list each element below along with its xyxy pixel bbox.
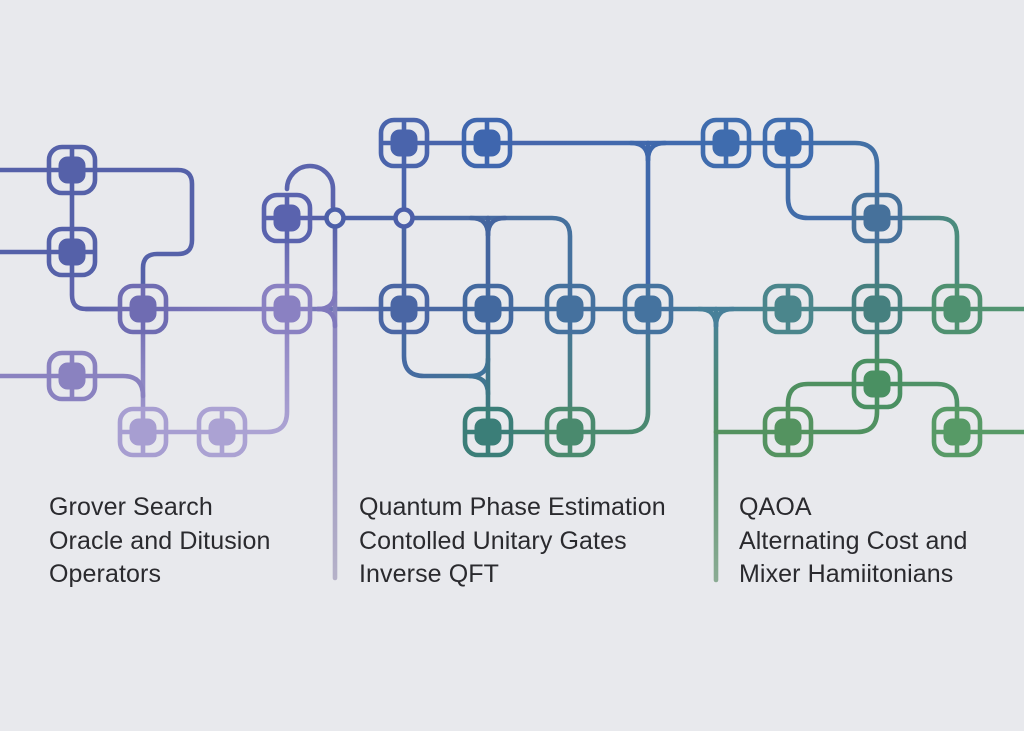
junction-circles xyxy=(324,207,415,229)
section-label-line: Contolled Unitary Gates xyxy=(359,526,627,555)
section-label-line: Alternating Cost and xyxy=(739,526,968,555)
qaoa-label-block: QAOA Alternating Cost and Mixer Hamiiton… xyxy=(739,491,968,592)
gate-node xyxy=(117,406,169,458)
gate-node xyxy=(544,406,596,458)
gate-nodes xyxy=(46,117,983,458)
gate-node xyxy=(762,117,814,169)
gate-node xyxy=(378,117,430,169)
gate-node xyxy=(762,283,814,335)
gate-node xyxy=(261,192,313,244)
section-label-line: Inverse QFT xyxy=(359,560,500,588)
section-label-line: Grover Search xyxy=(49,493,213,521)
section-label-line: Mixer Hamiitonians xyxy=(739,560,954,588)
gate-node xyxy=(622,283,674,335)
gate-node xyxy=(544,283,596,335)
gate-node xyxy=(46,144,98,196)
gate-node xyxy=(261,283,313,335)
gate-node xyxy=(196,406,248,458)
gate-node xyxy=(378,283,430,335)
gate-node xyxy=(851,283,903,335)
gate-node xyxy=(931,283,983,335)
gate-node xyxy=(700,117,752,169)
gate-node xyxy=(462,406,514,458)
gate-node xyxy=(462,283,514,335)
gate-node xyxy=(46,350,98,402)
gate-node xyxy=(851,192,903,244)
gate-node xyxy=(46,226,98,278)
gate-node xyxy=(117,283,169,335)
qpe-label-block: Quantum Phase Estimation Contolled Unita… xyxy=(359,491,666,592)
section-label-line: Quantum Phase Estimation xyxy=(359,493,666,521)
section-label-line: Operators xyxy=(49,560,162,588)
gate-node xyxy=(461,117,513,169)
section-label-line: Oracle and Ditusion xyxy=(49,526,271,555)
section-label-line: QAOA xyxy=(739,493,812,521)
gate-node xyxy=(762,406,814,458)
junction-circle xyxy=(324,207,346,229)
gate-node xyxy=(851,358,903,410)
grover-label-block: Grover Search Oracle and Ditusion Operat… xyxy=(49,491,270,592)
gate-node xyxy=(931,406,983,458)
junction-circle xyxy=(393,207,415,229)
